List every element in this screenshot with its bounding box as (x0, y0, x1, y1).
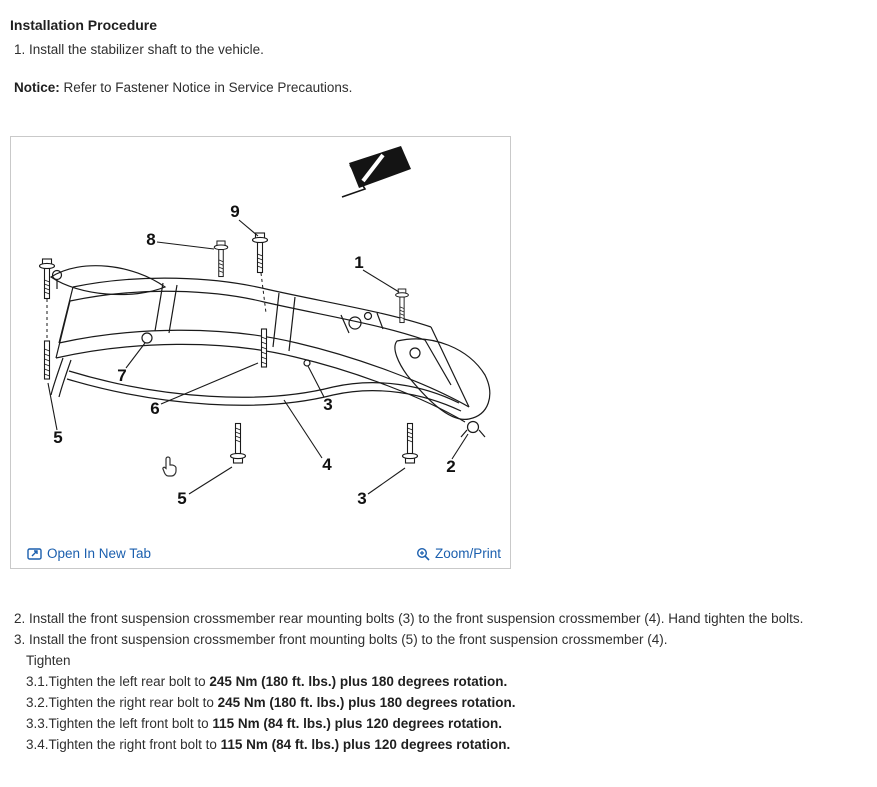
callout-1: 1 (354, 253, 363, 272)
callout-6: 6 (150, 399, 159, 418)
substep-3-3-text: 3.3.Tighten the left front bolt to (26, 716, 213, 731)
callout-7: 7 (117, 366, 126, 385)
substep-3-1: 3.1.Tighten the left rear bolt to 245 Nm… (26, 671, 877, 692)
substep-3-3-torque: 115 Nm (84 ft. lbs.) plus 120 degrees ro… (212, 716, 502, 731)
callout-3-mid: 3 (323, 395, 332, 414)
callout-4: 4 (322, 455, 332, 474)
open-in-new-tab-icon (27, 548, 42, 560)
notice-line: Notice: Refer to Fastener Notice in Serv… (14, 80, 877, 95)
tighten-heading: Tighten (26, 653, 71, 668)
substeps-list: 3.1.Tighten the left rear bolt to 245 Nm… (26, 671, 877, 755)
front-direction-arrow-icon (341, 146, 411, 198)
callout-5-bottom: 5 (177, 489, 186, 508)
mounting-bolts (38, 232, 419, 464)
substep-3-3: 3.3.Tighten the left front bolt to 115 N… (26, 713, 877, 734)
notice-label: Notice: (14, 80, 60, 95)
callout-numbers: 9 8 1 7 6 3 4 2 5 5 3 (53, 202, 455, 508)
substep-3-2-torque: 245 Nm (180 ft. lbs.) plus 180 degrees r… (217, 695, 516, 710)
substep-3-4-torque: 115 Nm (84 ft. lbs.) plus 120 degrees ro… (220, 737, 511, 752)
suspension-crossmember-diagram: 9 8 1 7 6 3 4 2 5 5 3 (38, 146, 491, 508)
procedure-step-2: 2. Install the front suspension crossmem… (14, 611, 804, 626)
zoom-icon (416, 547, 430, 561)
procedure-step-1: 1. Install the stabilizer shaft to the v… (14, 42, 264, 57)
page-title: Installation Procedure (10, 17, 158, 33)
zoom-print-link[interactable]: Zoom/Print (416, 546, 501, 561)
notice-text: Refer to Fastener Notice in Service Prec… (59, 80, 353, 95)
substep-3-1-text: 3.1.Tighten the left rear bolt to (26, 674, 210, 689)
zoom-print-label: Zoom/Print (434, 546, 501, 561)
callout-9: 9 (230, 202, 239, 221)
substep-3-2: 3.2.Tighten the right rear bolt to 245 N… (26, 692, 877, 713)
viewer-footer: Open In New Tab Zoom/Print (11, 539, 510, 568)
substep-3-1-torque: 245 Nm (180 ft. lbs.) plus 180 degrees r… (209, 674, 508, 689)
image-viewer-frame: 9 8 1 7 6 3 4 2 5 5 3 Open In New (10, 136, 511, 569)
callout-3-bottom: 3 (357, 489, 366, 508)
substep-3-2-text: 3.2.Tighten the right rear bolt to (26, 695, 218, 710)
open-in-new-tab-label: Open In New Tab (47, 546, 152, 561)
substep-3-4: 3.4.Tighten the right front bolt to 115 … (26, 734, 877, 755)
diagram-image[interactable]: 9 8 1 7 6 3 4 2 5 5 3 (11, 137, 510, 539)
callout-8: 8 (146, 230, 155, 249)
cursor-pointer-icon (162, 456, 177, 477)
callout-5-left: 5 (53, 428, 62, 447)
crossmember-outline (49, 265, 491, 438)
callout-leader-lines (47, 219, 469, 495)
callout-2: 2 (446, 457, 455, 476)
procedure-step-3: 3. Install the front suspension crossmem… (14, 632, 668, 647)
open-in-new-tab-link[interactable]: Open In New Tab (27, 546, 151, 561)
substep-3-4-text: 3.4.Tighten the right front bolt to (26, 737, 221, 752)
procedure-steps: 2. Install the front suspension crossmem… (14, 608, 877, 755)
